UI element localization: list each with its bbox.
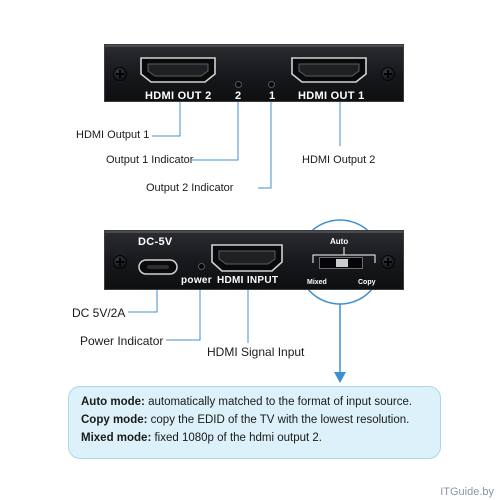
leader-dc-5v xyxy=(128,280,158,313)
output-2-led-icon xyxy=(235,81,242,88)
hdmi-out-2-label: HDMI OUT 2 xyxy=(145,90,212,102)
splitter-output-panel: HDMI OUT 2 2 1 HDMI OUT 1 xyxy=(104,44,404,102)
mode-desc-copy: copy the EDID of the TV with the lowest … xyxy=(147,414,410,426)
mode-name-auto: Auto mode: xyxy=(81,396,145,408)
hdmi-out-2-port-icon xyxy=(140,57,216,83)
mode-name-mixed: Mixed mode: xyxy=(81,432,152,444)
switch-auto-label: Auto xyxy=(330,237,349,246)
watermark: ITGuide.by xyxy=(440,486,494,498)
hdmi-out-1-port-icon xyxy=(291,57,367,83)
hdmi-input-label: HDMI INPUT xyxy=(217,275,279,286)
screw-right-bottom-icon xyxy=(381,255,395,269)
callout-power-indicator: Power Indicator xyxy=(80,334,164,348)
callout-output-1-indicator: Output 1 Indicator xyxy=(106,154,194,166)
mode-switch-knob[interactable] xyxy=(336,259,348,267)
callout-hdmi-output-1: HDMI Output 1 xyxy=(76,129,150,141)
indicator-2-label: 2 xyxy=(235,90,242,102)
mode-line-mixed: Mixed mode: fixed 1080p of the hdmi outp… xyxy=(81,432,440,450)
screw-left-icon xyxy=(113,67,127,81)
leader-hdmi-output-1 xyxy=(152,92,181,137)
splitter-input-panel: DC-5V power HDMI INPUT Auto Mixed Copy xyxy=(104,230,404,290)
screw-left-bottom-icon xyxy=(113,255,127,269)
mode-line-auto: Auto mode: automatically matched to the … xyxy=(81,396,440,414)
screw-right-icon xyxy=(381,67,395,81)
output-1-led-icon xyxy=(268,81,275,88)
mode-switch-bracket xyxy=(312,247,376,263)
mode-desc-mixed: fixed 1080p of the hdmi output 2. xyxy=(151,432,322,444)
dc-5v-label: DC-5V xyxy=(138,236,173,248)
callout-hdmi-output-2: HDMI Output 2 xyxy=(302,154,376,166)
switch-copy-label: Copy xyxy=(358,279,376,286)
callout-output-2-indicator: Output 2 Indicator xyxy=(146,182,234,194)
switch-arrow-head xyxy=(334,372,346,383)
hdmi-out-1-label: HDMI OUT 1 xyxy=(298,90,365,102)
mode-name-copy: Copy mode: xyxy=(81,414,148,426)
switch-mixed-label: Mixed xyxy=(307,279,327,286)
mode-switch-slider[interactable] xyxy=(319,257,363,269)
power-label: power xyxy=(181,275,212,286)
leader-output-2-indicator xyxy=(258,100,272,189)
leader-power-indicator xyxy=(166,278,201,341)
mode-line-copy: Copy mode: copy the EDID of the TV with … xyxy=(81,414,440,432)
mode-description-box: Auto mode: automatically matched to the … xyxy=(68,386,441,459)
indicator-1-label: 1 xyxy=(269,90,276,102)
callout-dc-5v-2a: DC 5V/2A xyxy=(72,306,126,320)
usb-c-power-port-icon xyxy=(138,259,178,275)
mode-desc-auto: automatically matched to the format of i… xyxy=(144,396,413,408)
callout-hdmi-signal-input: HDMI Signal Input xyxy=(207,345,305,359)
hdmi-input-port-icon xyxy=(211,244,283,272)
leader-output-1-indicator xyxy=(192,100,239,161)
power-led-icon xyxy=(198,263,205,270)
